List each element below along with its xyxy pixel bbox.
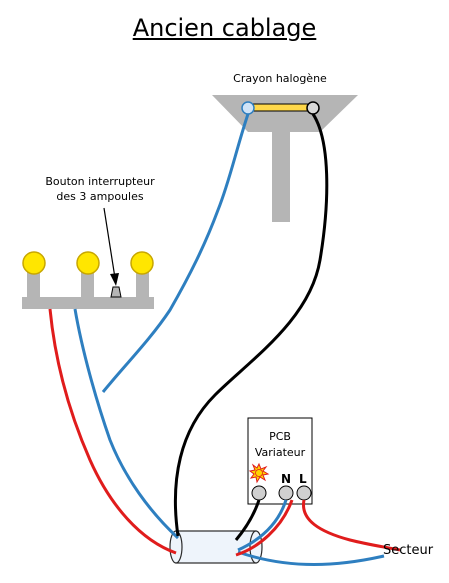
junction-sleeve bbox=[169, 530, 263, 564]
pcb-label: PCB bbox=[269, 430, 291, 443]
wire-blue-halogen bbox=[101, 113, 250, 393]
bulb-1 bbox=[22, 251, 46, 275]
switch-button bbox=[110, 286, 122, 298]
wire-black-pcb bbox=[234, 499, 261, 541]
sun-icon bbox=[248, 462, 270, 484]
fixture-bar bbox=[22, 297, 154, 309]
bulb-stem-3 bbox=[136, 272, 149, 297]
wire-red-junction bbox=[235, 499, 401, 557]
halogen-reflector bbox=[212, 95, 358, 132]
switch-pointer-line bbox=[103, 207, 116, 279]
bulb-2 bbox=[76, 251, 100, 275]
halogen-label: Crayon halogène bbox=[233, 72, 327, 85]
wire-blue-junction-out bbox=[237, 499, 385, 566]
halogen-terminal-left bbox=[241, 101, 255, 115]
switch-pointer-arrowhead bbox=[110, 273, 119, 286]
bulb-3 bbox=[130, 251, 154, 275]
pcb-terminal-1 bbox=[251, 485, 267, 501]
dimmer-label: Variateur bbox=[254, 446, 306, 459]
pcb-terminal-l bbox=[296, 485, 312, 501]
neutral-terminal-label: N bbox=[281, 472, 292, 486]
pcb-terminal-n bbox=[278, 485, 294, 501]
mains-label: Secteur bbox=[383, 543, 434, 558]
wire-blue-fixture bbox=[73, 308, 180, 540]
switch-label-line2: des 3 ampoules bbox=[56, 190, 144, 203]
wire-red-fixture bbox=[48, 308, 177, 555]
wire-black-halogen bbox=[173, 113, 329, 537]
halogen-stand bbox=[272, 132, 290, 222]
halogen-terminal-right bbox=[306, 101, 320, 115]
live-terminal-label: L bbox=[299, 472, 307, 486]
bulb-stem-1 bbox=[27, 272, 40, 297]
halogen-tube bbox=[249, 103, 313, 112]
switch-label-line1: Bouton interrupteur bbox=[45, 175, 155, 188]
bulb-stem-2 bbox=[81, 272, 94, 297]
page-title: Ancien cablage bbox=[132, 14, 317, 42]
